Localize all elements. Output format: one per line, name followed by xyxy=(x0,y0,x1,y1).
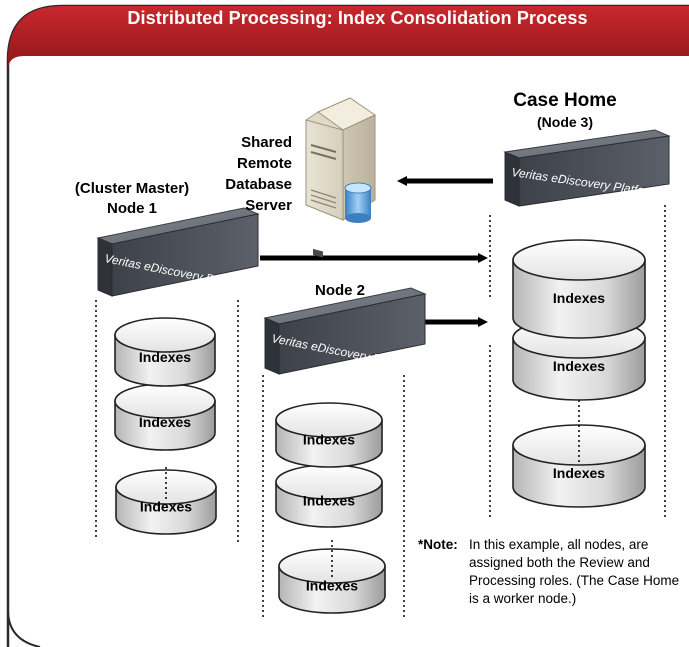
server-node2: Veritas eDiscovery Platform xyxy=(263,287,427,375)
node3-disk-2-label: Indexes xyxy=(553,358,605,374)
node1-disk-3-label: Indexes xyxy=(140,499,192,515)
case-home-subtitle: (Node 3) xyxy=(537,114,593,130)
node2-disk-3-label: Indexes xyxy=(306,578,358,594)
disk-stacks: IndexesIndexesIndexesIndexesIndexesIndex… xyxy=(114,239,646,614)
node2-disk-2: Indexes xyxy=(275,464,383,528)
guide-lines xyxy=(95,205,666,620)
node1-disk-2: Indexes xyxy=(114,383,216,451)
node1-disk-2-label: Indexes xyxy=(139,414,191,430)
node2-disk-1: Indexes xyxy=(275,402,383,468)
shared-db-label: Shared Remote Database Server xyxy=(212,132,292,216)
database-server-icon xyxy=(305,97,377,258)
shared-db-line-2: Remote xyxy=(236,155,292,172)
server-node1: Veritas eDiscovery Platform xyxy=(96,207,260,297)
node1-label-line1: (Cluster Master) xyxy=(74,180,190,197)
shared-db-line-1: Shared xyxy=(241,134,292,151)
node1-disk-1-label: Indexes xyxy=(139,349,191,365)
node1-disk-1: Indexes xyxy=(114,317,216,387)
node2-label: Node 2 xyxy=(314,282,365,299)
server-node3: Veritas eDiscovery Platform xyxy=(503,129,671,207)
shared-db-line-3: Database xyxy=(225,176,292,193)
node2-disk-1-label: Indexes xyxy=(303,432,355,448)
case-home-title: Case Home xyxy=(513,90,617,111)
title-banner xyxy=(8,6,689,70)
node3-disk-3: Indexes xyxy=(512,424,646,508)
node1-disk-3: Indexes xyxy=(115,469,217,535)
note-label: *Note: xyxy=(418,537,458,552)
bottom-frame-corner xyxy=(7,609,41,647)
node2-disk-2-label: Indexes xyxy=(303,492,355,508)
node3-disk-1-label: Indexes xyxy=(553,290,605,306)
shared-db-line-4: Server xyxy=(245,197,292,214)
node3-disk-3-label: Indexes xyxy=(553,465,605,481)
node1-label-line2: Node 1 xyxy=(106,200,157,217)
note-text: In this example, all nodes, are assigned… xyxy=(469,537,680,606)
diagram-title: Distributed Processing: Index Consolidat… xyxy=(127,8,588,28)
node3-disk-1: Indexes xyxy=(512,239,646,339)
node2-disk-3: Indexes xyxy=(278,548,386,614)
